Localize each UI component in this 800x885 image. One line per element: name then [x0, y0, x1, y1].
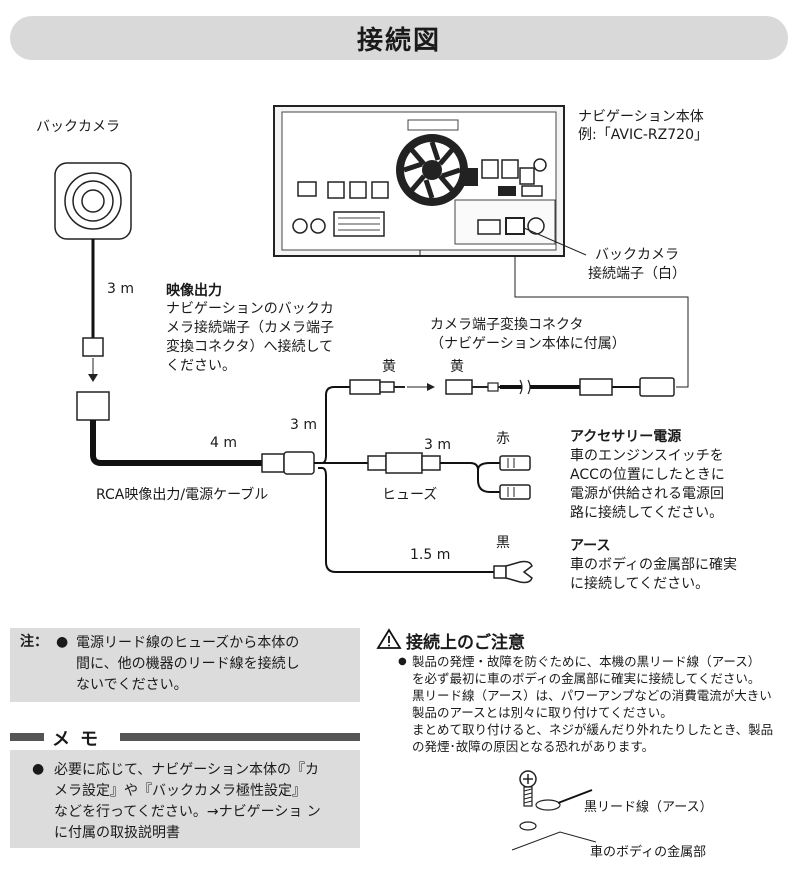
yellow-rca-plug — [349, 379, 405, 395]
length-3m-video: 3 m — [290, 417, 317, 433]
page-title: 接続図 — [356, 25, 441, 56]
back-camera-label: バックカメラ — [36, 119, 120, 135]
fuse-holder — [367, 452, 441, 474]
memo-bullet: ● — [32, 761, 45, 777]
memo-heading: メモ — [48, 725, 112, 751]
fuse-label: ヒューズ — [382, 487, 438, 503]
camera-connector-small — [82, 337, 104, 357]
note-text: 電源リード線のヒューズから本体の 間に、他の機器のリード線を接続し ないでくださ… — [76, 635, 300, 693]
camera-converter-connector — [579, 378, 613, 396]
caution-text: 製品の発煙・故障を防ぐために、本機の黒リード線（アース） を必ず最初に車のボディ… — [412, 654, 774, 754]
yellow-rca-jack — [445, 379, 500, 395]
rca-cable-label: RCA映像出力/電源ケーブル — [96, 487, 269, 503]
back-camera-icon — [54, 162, 132, 240]
back-camera-terminal-label: バックカメラ 接続端子（白） — [588, 247, 686, 282]
black-label: 黒 — [496, 535, 510, 551]
video-output-body: ナビゲーションのバックカ メラ接続端子（カメラ端子 変換コネクタ）へ接続して く… — [166, 301, 334, 374]
accessory-power-body: 車のエンジンスイッチを ACCの位置にしたときに 電源が供給される電源回 路に接… — [570, 448, 725, 521]
rca-connector-large — [76, 391, 110, 421]
length-3m-camera: 3 m — [107, 281, 134, 297]
memo-text: 必要に応じて、ナビゲーション本体の『カ メラ設定』や『バックカメラ極性設定』 な… — [54, 762, 321, 841]
title-bar: 接続図 — [10, 16, 788, 60]
video-output-title: 映像出力 — [166, 283, 222, 299]
screw-ground-figure — [511, 770, 597, 851]
nav-unit-model-label: 例:「AVIC-RZ720」 — [578, 127, 708, 143]
length-1-5m: 1.5 m — [410, 547, 451, 563]
memo-box — [10, 750, 360, 848]
fig-body-metal-label: 車のボディの金属部 — [590, 845, 707, 860]
nav-unit-label: ナビゲーション本体 — [578, 109, 704, 125]
red-terminal-2 — [499, 484, 531, 500]
navigation-unit-rear-panel — [273, 105, 587, 257]
back-camera-terminal — [505, 217, 525, 235]
caution-heading: 接続上のご注意 — [406, 633, 525, 653]
red-label: 赤 — [496, 431, 510, 447]
caution-bullet: ● — [398, 656, 407, 667]
memo-heading-bar: メモ — [10, 725, 360, 751]
red-terminal-1 — [499, 455, 531, 471]
length-3m-power: 3 m — [424, 437, 451, 453]
accessory-power-title: アクセサリー電源 — [570, 429, 682, 445]
ground-terminal — [493, 560, 533, 584]
yellow-label-2: 黄 — [450, 359, 464, 375]
note-prefix: 注： — [20, 634, 48, 650]
fig-black-lead-label: 黒リード線（アース） — [584, 800, 713, 815]
earth-title: アース — [570, 538, 611, 554]
earth-body: 車のボディの金属部に確実 に接続してください。 — [570, 557, 738, 592]
rca-cable — [90, 420, 262, 466]
note-bullet: ● — [56, 634, 69, 650]
camera-converter-label: カメラ端子変換コネクタ （ナビゲーション本体に付属） — [430, 317, 626, 352]
cable-junction — [283, 451, 315, 475]
warning-icon — [376, 628, 402, 649]
yellow-label-1: 黄 — [382, 359, 396, 375]
length-4m: 4 m — [210, 435, 237, 451]
note-box — [10, 628, 360, 702]
